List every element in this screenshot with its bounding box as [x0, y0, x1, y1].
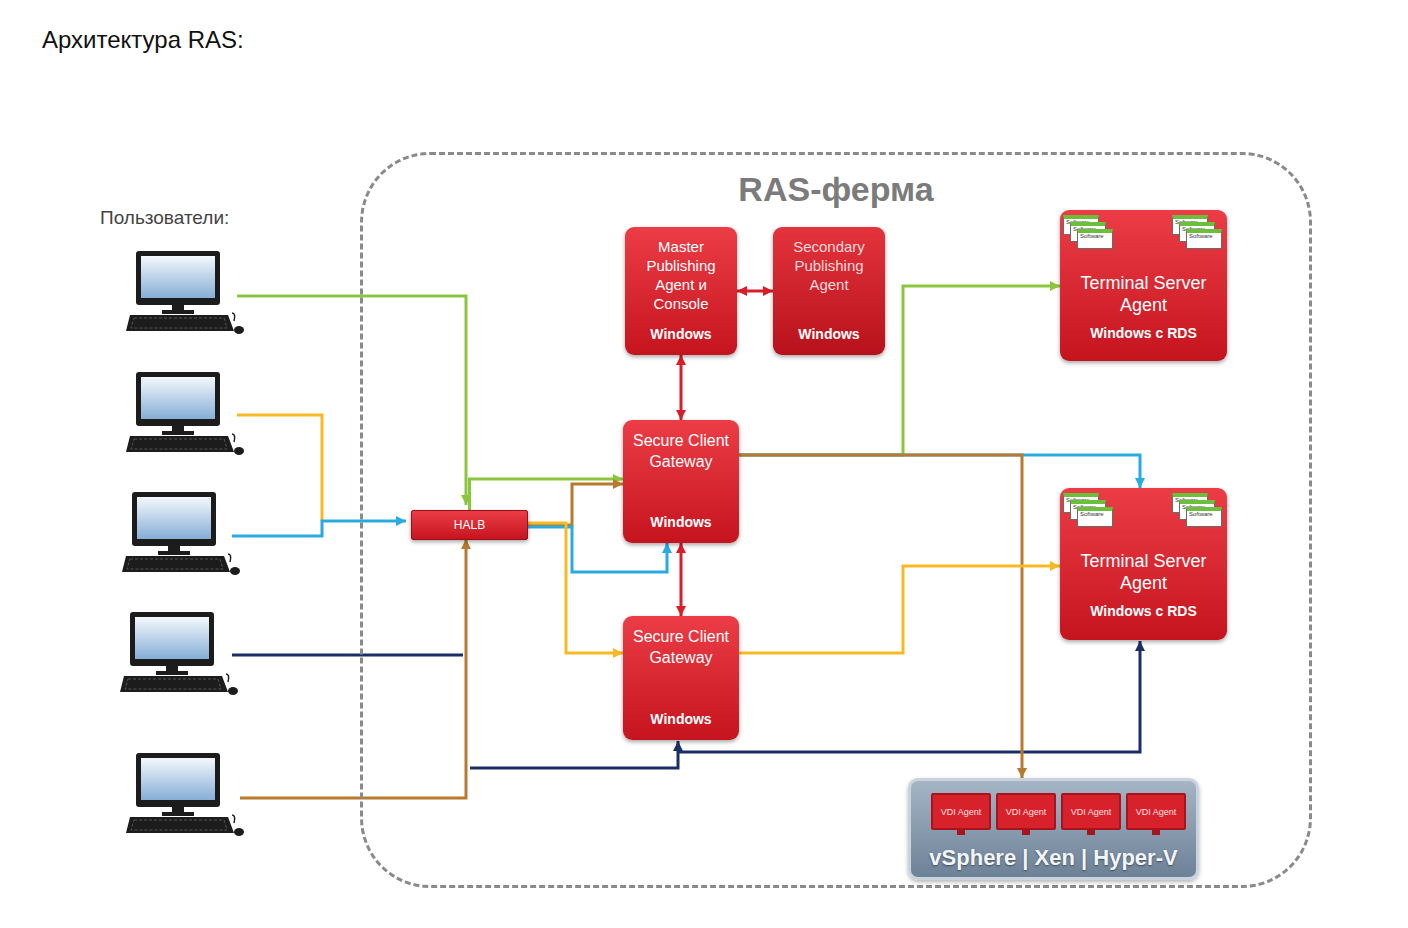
- user-computer: [126, 251, 244, 334]
- box-label: Terminal Server Agent: [1065, 550, 1222, 594]
- connector: [739, 455, 1022, 778]
- user-computer: [120, 612, 238, 695]
- vdi-monitor: VDI Agent: [931, 793, 991, 830]
- user-link: [232, 654, 463, 657]
- box-label: VDI Agent: [1006, 807, 1047, 817]
- user-link: [678, 641, 1140, 752]
- user-computer: [122, 492, 240, 575]
- hypervisor-panel: vSphere | Xen | Hyper-V VDI Agent VDI Agen…: [908, 778, 1199, 880]
- vdi-monitor: VDI Agent: [1126, 793, 1186, 830]
- panel-label: vSphere | Xen | Hyper-V: [929, 845, 1177, 871]
- box-label: Terminal Server Agent: [1065, 272, 1222, 316]
- balancer-box: HALB: [411, 510, 528, 540]
- software-icon-label: Software: [1077, 507, 1113, 527]
- os-label: Windows с RDS: [1090, 602, 1196, 620]
- software-icon-label: Software: [1186, 507, 1222, 527]
- page-title: Архитектура RAS:: [42, 26, 244, 54]
- user-link: [470, 741, 678, 768]
- user-computer: [126, 372, 244, 455]
- gateway-box: Secure Client GatewayWindows: [623, 420, 739, 543]
- os-label: Windows: [650, 513, 711, 531]
- connector: [680, 355, 683, 420]
- connector: [528, 484, 623, 525]
- software-icon-label: Software: [1077, 229, 1113, 249]
- box-label: Secondary Publishing Agent: [778, 237, 880, 294]
- box-label: Secure Client Gateway: [628, 430, 734, 472]
- users-label: Пользователи:: [100, 207, 229, 229]
- region-heading: RAS-ферма: [363, 169, 1309, 209]
- vdi-monitor: VDI Agent: [996, 793, 1056, 830]
- user-computer: [126, 753, 244, 836]
- box-label: Secure Client Gateway: [628, 626, 734, 668]
- process-box: Secondary Publishing AgentWindows: [773, 227, 885, 355]
- connector: [737, 290, 773, 293]
- user-link: [237, 415, 322, 521]
- os-label: Windows: [650, 325, 711, 343]
- gateway-box: Secure Client GatewayWindows: [623, 616, 739, 740]
- farm-region: RAS-фермаMaster Publishing Agent и Conso…: [360, 152, 1312, 888]
- vdi-monitor: VDI Agent: [1061, 793, 1121, 830]
- os-label: Windows: [798, 325, 859, 343]
- process-box: Master Publishing Agent и ConsoleWindows: [625, 227, 737, 355]
- box-label: VDI Agent: [941, 807, 982, 817]
- connector: [680, 543, 683, 616]
- box-label: HALB: [454, 518, 485, 532]
- connector: [739, 566, 1060, 653]
- connector: [528, 523, 623, 653]
- user-link: [240, 539, 466, 798]
- box-label: VDI Agent: [1136, 807, 1177, 817]
- os-label: Windows с RDS: [1090, 324, 1196, 342]
- user-link: [237, 296, 466, 505]
- box-label: VDI Agent: [1071, 807, 1112, 817]
- connector: [739, 455, 1140, 488]
- user-link: [232, 521, 406, 536]
- software-icon-label: Software: [1186, 229, 1222, 249]
- box-label: Master Publishing Agent и Console: [630, 237, 732, 313]
- os-label: Windows: [650, 710, 711, 728]
